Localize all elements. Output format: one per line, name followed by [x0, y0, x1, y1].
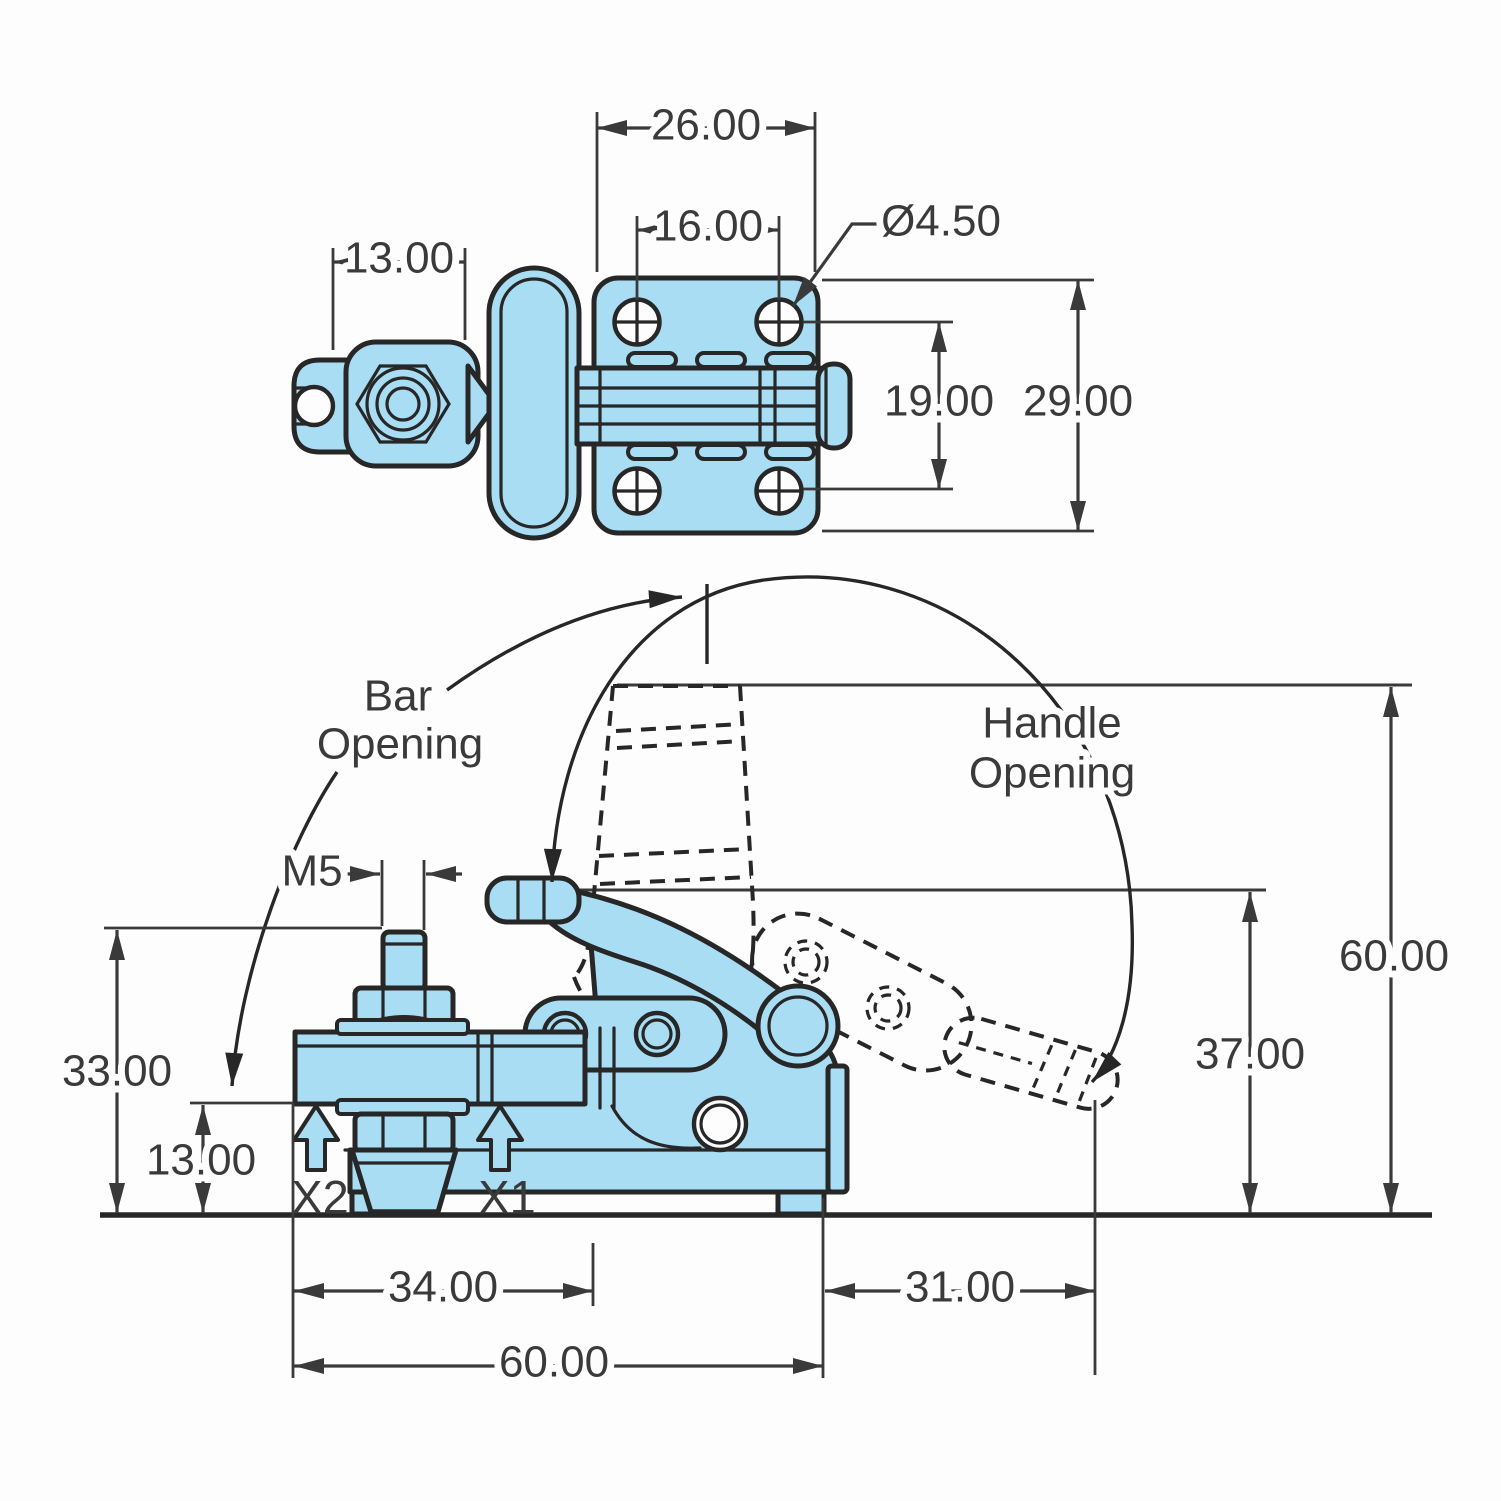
- dim-m5: M5: [281, 847, 342, 896]
- base-foot-right: [775, 1189, 827, 1217]
- label-handle-opening-line1: Handle: [982, 699, 1121, 748]
- hex-nut-top-view: [355, 364, 451, 444]
- spindle-nut-lower: [352, 1111, 456, 1155]
- bar-opening-arc-to-open-position: [446, 590, 683, 692]
- dim-13-top: 13.00: [344, 234, 454, 283]
- handle-grip-dashed: [942, 1015, 1120, 1111]
- bar-end-cap: [815, 361, 853, 451]
- annotation-labels: Bar Opening Handle Opening: [310, 665, 1142, 805]
- top-view-extension-lines: [331, 112, 1094, 533]
- bar-opening-arc-to-bar: [225, 771, 339, 1087]
- label-handle-opening-line2: Opening: [969, 749, 1135, 798]
- spindle-foot: [349, 1147, 459, 1215]
- dim-60-bottom: 60.00: [499, 1338, 609, 1387]
- spindle-assembly: [335, 929, 470, 1215]
- annotation-arcs: [225, 575, 1135, 1087]
- clamp-bar-side-view: [292, 1029, 588, 1107]
- dim-16: 16.00: [653, 202, 763, 251]
- spindle-thread: [380, 929, 428, 993]
- top-view-dimensions: 26.00 16.00 Ø4.50 13.00 19.00 29.00: [333, 94, 1140, 531]
- dim-37: 37.00: [1195, 1030, 1305, 1079]
- bar-connector: [465, 363, 499, 445]
- dim-hole-dia: Ø4.50: [881, 197, 1001, 246]
- handle-grip-solid: [484, 875, 582, 925]
- dim-33: 33.00: [62, 1047, 172, 1096]
- force-arrows: [292, 1104, 524, 1172]
- dim-19: 19.00: [884, 377, 994, 426]
- label-x2: X2: [291, 1170, 349, 1223]
- handle-opening-swing-arc: [543, 575, 1135, 1084]
- dim-26: 26.00: [651, 101, 761, 150]
- label-bar-opening-line2: Opening: [317, 720, 483, 769]
- dim-31: 31.00: [905, 1263, 1015, 1312]
- force-arrow-x1: [476, 1104, 524, 1172]
- spindle-eye-hole: [292, 384, 336, 428]
- label-x1: X1: [478, 1170, 536, 1223]
- force-arrow-x2: [292, 1104, 340, 1172]
- side-view-extension-lines: [104, 860, 1097, 1378]
- dim-60-right: 60.00: [1339, 932, 1449, 981]
- side-view: M5 33.00 13.00 34.00 60.00 31.00 37.00 6…: [55, 575, 1456, 1394]
- dim-29: 29.00: [1023, 377, 1133, 426]
- side-view-dimensions: M5 33.00 13.00 34.00 60.00 31.00 37.00 6…: [55, 687, 1456, 1394]
- label-bar-opening-line1: Bar: [364, 672, 432, 721]
- dim-13-side: 13.00: [146, 1136, 256, 1185]
- body-side-flange: [825, 1063, 850, 1195]
- top-view: 26.00 16.00 Ø4.50 13.00 19.00 29.00: [291, 94, 1140, 541]
- dim-34: 34.00: [388, 1263, 498, 1312]
